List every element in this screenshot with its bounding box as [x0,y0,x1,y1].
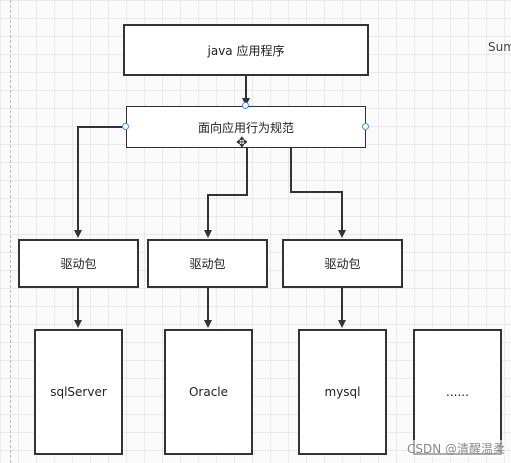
database-label: sqlServer [50,385,107,399]
driver-package-node-2[interactable]: 驱动包 [147,239,268,288]
selection-handle-left[interactable] [122,123,129,130]
selection-handle-right[interactable] [362,123,369,130]
driver-package-label: 驱动包 [324,257,361,271]
driver-package-label: 驱动包 [189,257,226,271]
database-node-mysql[interactable]: mysql [298,329,387,455]
database-node-more[interactable]: ...... [413,329,502,455]
selection-handle-top[interactable] [242,102,249,109]
move-cursor-icon: ✥ [236,135,248,151]
java-application-label: java 应用程序 [207,43,285,58]
driver-package-node-1[interactable]: 驱动包 [18,239,139,288]
java-application-node[interactable]: java 应用程序 [123,24,369,76]
connector-interface-to-driver-2 [204,148,248,238]
database-label: mysql [324,385,361,399]
page-boundary-line [0,0,11,463]
side-label: Sum [488,40,511,54]
database-label: ...... [446,385,469,399]
jdbc-interface-label: 面向应用行为规范 [197,120,294,135]
driver-package-node-3[interactable]: 驱动包 [282,239,403,288]
database-node-sqlserver[interactable]: sqlServer [34,329,123,455]
connector-interface-to-driver-1 [74,126,126,238]
database-label: Oracle [188,385,229,399]
watermark: CSDN @清醒温柔 [406,440,505,457]
database-node-oracle[interactable]: Oracle [164,329,253,455]
driver-package-label: 驱动包 [60,257,97,271]
connector-interface-to-driver-3 [290,148,346,238]
